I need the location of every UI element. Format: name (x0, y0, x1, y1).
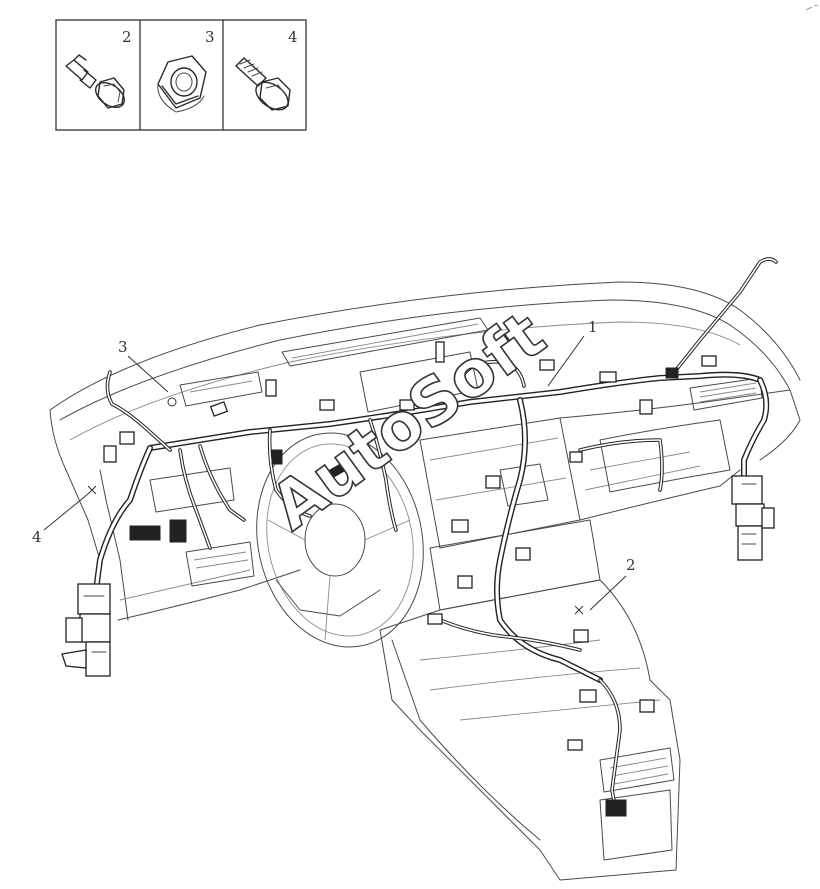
legend-number-2: 2 (122, 28, 132, 46)
callouts: 1 2 3 4 (32, 318, 636, 615)
hex-flange-bolt-icon (235, 57, 291, 111)
callout-number-2: 2 (626, 556, 636, 574)
callout-number-4: 4 (32, 528, 42, 546)
callout-number-1: 1 (588, 318, 598, 336)
instrument-panel-harness (93, 257, 778, 817)
fastener-legend: 2 3 4 (55, 19, 307, 131)
legend-number-3: 3 (205, 28, 215, 46)
left-connector-block (61, 583, 111, 677)
hex-flange-nut-icon (157, 55, 207, 113)
corner-mark (805, 4, 819, 11)
dashboard-outline (49, 281, 801, 881)
flange-bolt-with-pin-icon (65, 54, 126, 109)
right-connector-block (731, 475, 775, 561)
legend-number-4: 4 (288, 28, 298, 46)
callout-number-3: 3 (118, 338, 128, 356)
steering-wheel (256, 432, 424, 648)
